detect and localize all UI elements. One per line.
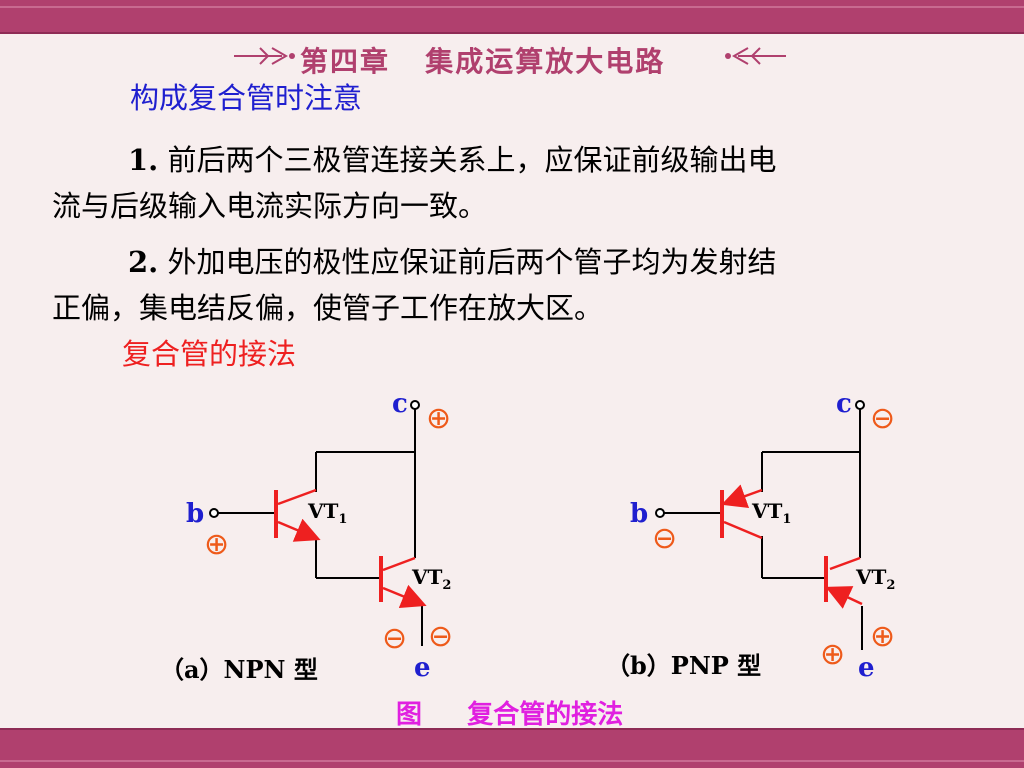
pnp-vt1-main: VT: [751, 499, 783, 523]
npn-b-label: b: [186, 499, 204, 529]
point-2-line-1: 2. 外加电压的极性应保证前后两个管子均为发射结: [128, 244, 777, 280]
left-ornament-icon: [234, 47, 295, 65]
npn-circuit: c b e VT1 VT2 ⊕ ⊕ ⊖ ⊖: [186, 389, 453, 683]
npn-vt1-main: VT: [307, 499, 339, 523]
npn-vt2-label: VT2: [411, 565, 451, 593]
point-2-text: 外加电压的极性应保证前后两个管子均为发射结: [158, 245, 777, 279]
pnp-circuit: c b e VT1 VT2 ⊖ ⊖ ⊕ ⊕: [630, 389, 895, 683]
pnp-vt2-label: VT2: [855, 565, 895, 593]
npn-vt1-sub: 1: [338, 512, 347, 527]
npn-collector-terminal: [410, 400, 420, 410]
npn-e-label: e: [414, 653, 431, 683]
npn-vt1-transistor: [274, 488, 321, 542]
npn-caption: （a）NPN 型: [160, 655, 318, 684]
pnp-e-polarity-icon-2: ⊕: [870, 619, 895, 654]
pnp-e-label: e: [858, 653, 875, 683]
npn-c-label: c: [392, 389, 408, 419]
pnp-e-polarity-icon-1: ⊕: [820, 637, 845, 672]
point-2-number: 2.: [128, 245, 159, 279]
figure-title: 图 复合管的接法: [396, 700, 624, 730]
section-heading: 构成复合管时注意: [130, 81, 363, 115]
right-ornament-icon: [725, 47, 786, 65]
chapter-title: 第四章 集成运算放大电路: [300, 45, 666, 78]
npn-vt2-main: VT: [411, 565, 443, 589]
bottom-decorative-bar: [0, 728, 1024, 768]
pnp-base-terminal: [655, 508, 665, 518]
top-decorative-bar: [0, 0, 1024, 34]
pnp-c-label: c: [836, 389, 852, 419]
npn-vt2-sub: 2: [442, 578, 451, 593]
pnp-vt2-main: VT: [855, 565, 887, 589]
slide-header: 第四章 集成运算放大电路: [0, 38, 1024, 78]
point-2-line-2: 正偏，集电结反偏，使管子工作在放大区。: [52, 291, 604, 325]
pnp-b-polarity-icon: ⊖: [652, 521, 677, 556]
npn-c-polarity-icon: ⊕: [426, 401, 451, 436]
pnp-c-polarity-icon: ⊖: [870, 401, 895, 436]
pnp-collector-terminal: [855, 400, 865, 410]
pnp-vt1-transistor: [720, 484, 763, 540]
pnp-vt1-label: VT1: [751, 499, 791, 527]
pnp-caption: （b）PNP 型: [606, 651, 762, 680]
npn-vt1-label: VT1: [307, 499, 347, 527]
point-1-line-2: 流与后级输入电流实际方向一致。: [52, 189, 488, 223]
npn-b-polarity-icon: ⊕: [204, 527, 229, 562]
point-1-number: 1.: [128, 143, 159, 177]
npn-e-polarity-icon-1: ⊖: [382, 621, 407, 656]
npn-base-terminal: [209, 508, 219, 518]
subheading: 复合管的接法: [122, 337, 297, 371]
point-1-text: 前后两个三极管连接关系上，应保证前级输出电: [158, 143, 777, 177]
pnp-vt2-transistor: [824, 556, 863, 609]
pnp-b-label: b: [630, 499, 648, 529]
point-1-line-1: 1. 前后两个三极管连接关系上，应保证前级输出电: [128, 142, 777, 178]
npn-e-polarity-icon-2: ⊖: [428, 619, 453, 654]
npn-vt2-transistor: [379, 556, 427, 608]
pnp-vt1-sub: 1: [782, 512, 791, 527]
pnp-vt2-sub: 2: [886, 578, 895, 593]
